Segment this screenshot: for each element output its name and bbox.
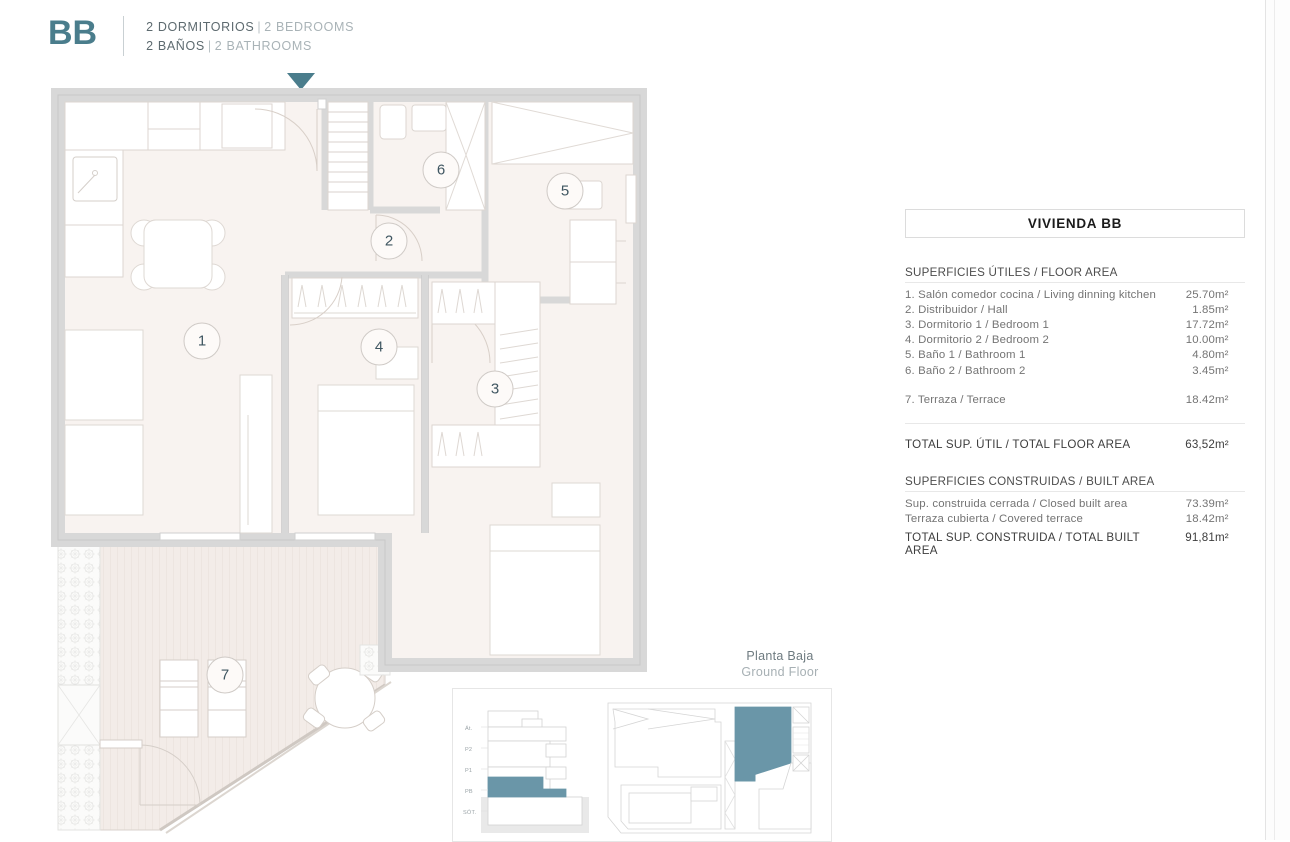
table-row: 6. Baño 2 / Bathroom 2 3.45 m² — [905, 363, 1245, 378]
row-value: 73.39 — [1185, 497, 1215, 510]
total-floor-area-row: TOTAL SUP. ÚTIL / TOTAL FLOOR AREA 63,52… — [905, 433, 1245, 453]
bathrooms-es: 2 BAÑOS — [146, 39, 205, 53]
row-label: 3. Dormitorio 1 / Bedroom 1 — [905, 318, 1049, 331]
room-number-1: 1 — [198, 333, 206, 350]
table-row: Terraza cubierta / Covered terrace 18.42… — [905, 511, 1245, 526]
total-value: 91,81 — [1185, 531, 1215, 545]
spec-title: VIVIENDA BB — [1027, 216, 1123, 231]
row-value: 10.00 — [1185, 334, 1215, 347]
unit-code: BB — [48, 14, 98, 52]
row-value: 18.42 — [1185, 512, 1215, 525]
row-value: 17.72 — [1185, 318, 1215, 331]
room-marker-group: 1 2 3 4 5 6 7 — [183, 151, 584, 694]
key-plan-footprint — [607, 702, 812, 834]
row-unit: m² — [1215, 512, 1229, 525]
row-unit: m² — [1215, 349, 1229, 362]
floor-plan-drawing: 1 2 3 4 5 6 7 — [40, 85, 660, 835]
header-text-block: 2 DORMITORIOS|2 BEDROOMS 2 BAÑOS|2 BATHR… — [146, 14, 354, 56]
room-number-3: 3 — [491, 381, 499, 398]
row-unit: m² — [1215, 364, 1229, 377]
row-label: Sup. construida cerrada / Closed built a… — [905, 497, 1128, 510]
row-label: 4. Dormitorio 2 / Bedroom 2 — [905, 334, 1049, 347]
key-plan-level-2: P1 — [465, 768, 472, 774]
floor-area-rows: 1. Salón comedor cocina / Living dinning… — [905, 287, 1245, 407]
key-plan-level-highlight — [487, 776, 567, 798]
header-divider — [123, 16, 125, 56]
bedrooms-en: 2 BEDROOMS — [264, 20, 355, 34]
key-plan: Át. P2 P1 PB SÓT. — [452, 688, 832, 842]
key-plan-level-4: SÓT. — [463, 809, 476, 816]
room-number-5: 5 — [561, 183, 569, 200]
total-built-area-row: TOTAL SUP. CONSTRUIDA / TOTAL BUILT AREA… — [905, 526, 1245, 559]
table-row: 2. Distribuidor / Hall 1.85 m² — [905, 302, 1245, 317]
row-unit: m² — [1215, 303, 1229, 316]
key-plan-level-1: P2 — [465, 747, 472, 753]
row-label: 2. Distribuidor / Hall — [905, 303, 1008, 316]
row-unit: m² — [1215, 334, 1229, 347]
floor-caption: Planta Baja Ground Floor — [700, 648, 860, 680]
row-label: 7. Terraza / Terrace — [905, 393, 1006, 406]
room-number-6: 6 — [437, 162, 445, 179]
total-label: TOTAL SUP. ÚTIL / TOTAL FLOOR AREA — [905, 438, 1131, 452]
row-unit: m² — [1215, 318, 1229, 331]
bedrooms-es: 2 DORMITORIOS — [146, 20, 255, 34]
total-label: TOTAL SUP. CONSTRUIDA / TOTAL BUILT AREA — [905, 531, 1140, 558]
total-value: 63,52 — [1185, 438, 1215, 452]
separator-2: | — [207, 39, 212, 53]
section-header-built-area: SUPERFICIES CONSTRUIDAS / BUILT AREA — [905, 475, 1245, 492]
key-plan-level-0: Át. — [465, 725, 473, 732]
table-row: 4. Dormitorio 2 / Bedroom 2 10.00 m² — [905, 333, 1245, 348]
row-label: 1. Salón comedor cocina / Living dinning… — [905, 288, 1156, 301]
row-unit: m² — [1215, 288, 1229, 301]
spacer-row — [905, 378, 1245, 392]
row-value: 1.85 — [1192, 303, 1215, 316]
table-row: 3. Dormitorio 1 / Bedroom 1 17.72 m² — [905, 317, 1245, 332]
bathrooms-line: 2 BAÑOS|2 BATHROOMS — [146, 37, 354, 56]
page-trim-strip — [1265, 0, 1290, 840]
row-unit: m² — [1215, 393, 1229, 406]
spec-title-box: VIVIENDA BB — [905, 209, 1245, 238]
table-row: 1. Salón comedor cocina / Living dinning… — [905, 287, 1245, 302]
table-row: Sup. construida cerrada / Closed built a… — [905, 496, 1245, 511]
room-number-4: 4 — [375, 339, 383, 356]
total-unit: m² — [1215, 438, 1229, 452]
row-value: 3.45 — [1192, 364, 1215, 377]
row-label: 5. Baño 1 / Bathroom 1 — [905, 349, 1026, 362]
specification-table: VIVIENDA BB SUPERFICIES ÚTILES / FLOOR A… — [905, 209, 1245, 559]
row-unit: m² — [1215, 497, 1229, 510]
row-value: 4.80 — [1192, 349, 1215, 362]
total-unit: m² — [1215, 531, 1229, 545]
row-value: 18.42 — [1185, 393, 1215, 406]
row-label: 6. Baño 2 / Bathroom 2 — [905, 364, 1026, 377]
header: BB 2 DORMITORIOS|2 BEDROOMS 2 BAÑOS|2 BA… — [48, 14, 354, 56]
key-plan-level-3: PB — [465, 789, 473, 795]
table-row-terrace: 7. Terraza / Terrace 18.42 m² — [905, 392, 1245, 407]
built-area-rows: Sup. construida cerrada / Closed built a… — [905, 496, 1245, 559]
table-row: 5. Baño 1 / Bathroom 1 4.80 m² — [905, 348, 1245, 363]
bathrooms-en: 2 BATHROOMS — [214, 39, 312, 53]
section-header-floor-area: SUPERFICIES ÚTILES / FLOOR AREA — [905, 266, 1245, 283]
row-label: Terraza cubierta / Covered terrace — [905, 512, 1083, 525]
key-plan-section: Át. P2 P1 PB SÓT. — [463, 710, 589, 833]
floor-caption-en: Ground Floor — [741, 665, 819, 679]
room-number-2: 2 — [385, 233, 393, 250]
bedrooms-line: 2 DORMITORIOS|2 BEDROOMS — [146, 18, 354, 37]
room-number-7: 7 — [221, 667, 229, 684]
north-arrow-icon — [287, 73, 315, 90]
floor-caption-es: Planta Baja — [746, 649, 814, 663]
total-floor-area-block: TOTAL SUP. ÚTIL / TOTAL FLOOR AREA 63,52… — [905, 423, 1245, 453]
separator-1: | — [257, 20, 262, 34]
row-value: 25.70 — [1185, 288, 1215, 301]
